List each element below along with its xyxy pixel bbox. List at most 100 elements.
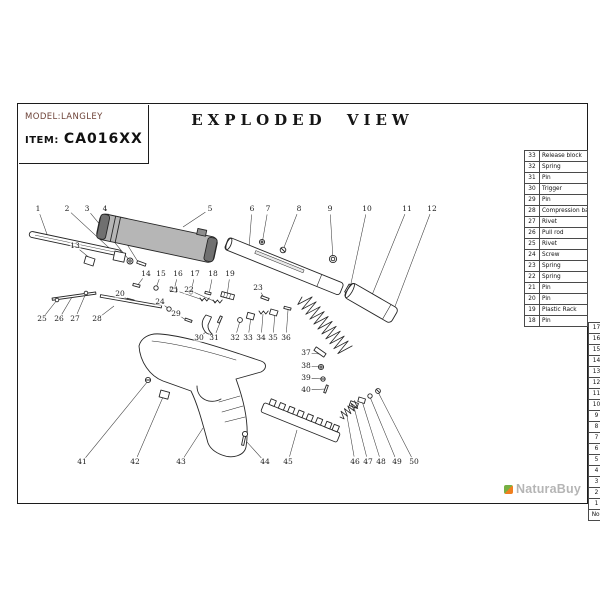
part-row: 16Lock pin xyxy=(588,333,600,345)
callout-42: 42 xyxy=(129,457,141,466)
part-number: 33 xyxy=(524,150,540,162)
part-number: 31 xyxy=(524,172,540,184)
part-name: Spring xyxy=(539,260,588,272)
callout-18: 18 xyxy=(207,269,219,278)
page-title: EXPLODED VIEW xyxy=(191,111,414,129)
rivet-part xyxy=(83,290,89,296)
callout-49: 49 xyxy=(391,457,403,466)
part-number: 26 xyxy=(524,227,540,239)
callout-13: 13 xyxy=(69,241,81,250)
callout-32: 32 xyxy=(229,333,241,342)
callout-22: 22 xyxy=(183,285,195,294)
callout-43: 43 xyxy=(175,457,187,466)
callout-33: 33 xyxy=(242,333,254,342)
part-row: 5Barrel Cover xyxy=(588,454,600,466)
part-name: Release block xyxy=(539,150,588,162)
part-name: Rivet xyxy=(539,238,588,250)
part-name: Pin xyxy=(539,282,588,294)
part-row: 11Piston cylinder xyxy=(588,388,600,400)
part-number: 11 xyxy=(588,388,600,400)
page-frame xyxy=(17,103,588,504)
plastic-rack-part xyxy=(220,291,235,301)
part-name: Pull rod xyxy=(539,227,588,239)
callout-47: 47 xyxy=(362,457,374,466)
sear-part xyxy=(268,308,279,317)
compression-bar-part xyxy=(99,294,163,309)
part-number: 4 xyxy=(588,465,600,477)
stock-part xyxy=(138,333,266,458)
callout-44: 44 xyxy=(259,457,271,466)
part-row: 4Pin xyxy=(588,465,600,477)
part-name: Compression bar xyxy=(539,205,588,217)
part-row: 1Spring xyxy=(588,498,600,510)
part-number: 3 xyxy=(588,476,600,488)
part-number: 32 xyxy=(524,161,540,173)
trigger-part xyxy=(201,314,213,335)
callout-34: 34 xyxy=(255,333,267,342)
part-number: 9 xyxy=(588,410,600,422)
part-number: 17 xyxy=(588,322,600,334)
part-number: 13 xyxy=(588,366,600,378)
part-number: 12 xyxy=(588,377,600,389)
callout-24: 24 xyxy=(154,297,166,306)
callout-23: 23 xyxy=(252,283,264,292)
callout-39: 39 xyxy=(300,373,312,382)
block-part xyxy=(112,250,127,263)
callout-35: 35 xyxy=(267,333,279,342)
column-header-no: No. xyxy=(588,509,600,521)
rear-sight-part xyxy=(357,396,366,404)
part-number: 10 xyxy=(588,399,600,411)
trigger-guard-part xyxy=(196,385,222,402)
spring-part xyxy=(212,299,223,304)
receiver-part xyxy=(224,237,344,296)
release-block-part xyxy=(245,311,256,321)
callout-1: 1 xyxy=(35,204,41,213)
part-row: 14Gasket ring xyxy=(588,355,600,367)
item-number: CA016XX xyxy=(63,131,143,147)
part-row: 6Receiver xyxy=(588,443,600,455)
part-row: 8Screw xyxy=(588,421,600,433)
pin-part xyxy=(136,260,147,267)
watermark: NaturaBuy xyxy=(499,481,585,497)
part-name: Rivet xyxy=(539,216,588,228)
piston-cylinder-part xyxy=(344,283,398,323)
part-name: Plastic Rack xyxy=(539,304,588,316)
callout-8: 8 xyxy=(296,204,302,213)
part-number: 22 xyxy=(524,271,540,283)
callout-41: 41 xyxy=(76,457,88,466)
picatinny-rail-part xyxy=(260,398,341,443)
callout-37: 37 xyxy=(300,348,312,357)
part-row: 2Block xyxy=(588,487,600,499)
part-number: 30 xyxy=(524,183,540,195)
part-name: Spring xyxy=(539,161,588,173)
model-info-box: MODEL:LANGLEY ITEM: CA016XX xyxy=(19,105,149,164)
part-number: 18 xyxy=(524,315,540,327)
part-number: 25 xyxy=(524,238,540,250)
part-name: Pin xyxy=(539,172,588,184)
spring-coils xyxy=(297,296,359,420)
part-number: 15 xyxy=(588,344,600,356)
part-name: Spring xyxy=(539,271,588,283)
callout-4: 4 xyxy=(102,204,108,213)
part-number: 16 xyxy=(588,333,600,345)
callout-10: 10 xyxy=(361,204,373,213)
part-name: Trigger xyxy=(539,183,588,195)
part-name: Pin xyxy=(539,315,588,327)
part-name: Screw xyxy=(539,249,588,261)
part-number: 8 xyxy=(588,421,600,433)
part-number: 6 xyxy=(588,443,600,455)
callout-36: 36 xyxy=(280,333,292,342)
screw-part xyxy=(241,430,249,446)
item-prefix: ITEM: xyxy=(25,135,59,146)
part-row: 13Pin xyxy=(588,366,600,378)
